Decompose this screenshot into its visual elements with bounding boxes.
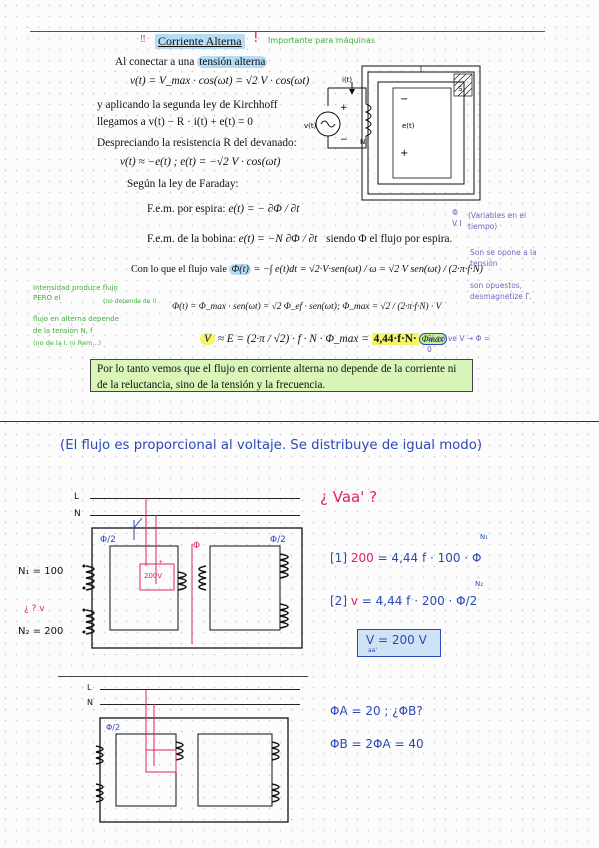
v200-label: 200V xyxy=(144,572,162,580)
circuit-label-v: v(t) xyxy=(304,122,317,130)
fem-bobina: F.e.m. de la bobina: e(t) = −N ∂Φ / ∂t s… xyxy=(147,233,452,245)
kirchhoff-line-1: y aplicando la segunda ley de Kirchhoff xyxy=(97,99,278,111)
flujo-phi: Φ(t) xyxy=(229,264,251,275)
eq2-rhs: = 4,44 f · 200 · Φ/2 xyxy=(361,594,478,608)
svg-text:−: − xyxy=(340,135,348,145)
conclusion-box: Por lo tanto vemos que el flujo en corri… xyxy=(90,359,473,392)
circuit-label-i: i(t) xyxy=(342,76,352,84)
note-right-4: Si no ve V → Φ = 0 xyxy=(427,334,491,354)
fem-bobina-label: F.e.m. de la bobina: xyxy=(147,233,236,245)
line-label-N: N xyxy=(74,509,81,519)
three-leg-core-diagram-1: + Φ 200V Φ/2 Φ/2 xyxy=(82,498,303,649)
q-v-label: ¿ ? v xyxy=(24,604,45,614)
svg-text:+: + xyxy=(158,558,163,566)
eq2-lhs: v xyxy=(350,594,358,608)
line-label-N-2: N xyxy=(87,698,93,707)
phi-half-right: Φ/2 xyxy=(270,535,286,545)
phi-b-eq: ΦB = 2ΦA = 40 xyxy=(330,737,424,751)
middle-rule xyxy=(0,421,599,422)
eq1-rhs: = 4,44 f · 100 · Φ xyxy=(377,551,482,565)
eq2-n: N₂ xyxy=(475,580,484,588)
flujo-line: Con lo que el flujo vale Φ(t) = −∫ e(t)d… xyxy=(131,264,483,275)
note-left-4: de la tensión N, f xyxy=(33,327,93,335)
second-top-rule xyxy=(58,676,308,677)
note-left-1: Intensidad produce flujo PERO el xyxy=(33,284,118,302)
fem-espira: F.e.m. por espira: e(t) = − ∂Φ / ∂t xyxy=(147,203,299,215)
circuit-label-l: l xyxy=(420,66,422,74)
v-eq-phimax: Φmax xyxy=(418,333,447,345)
svg-text:−: − xyxy=(400,94,408,105)
phi-a-eq: ΦA = 20 ; ¿ΦB? xyxy=(330,704,423,718)
line-N xyxy=(90,515,300,516)
phi-center: Φ xyxy=(193,541,200,551)
top-rule xyxy=(30,31,545,32)
eq1-lhs: 200 xyxy=(350,551,374,565)
circuit-label-e: e(t) xyxy=(402,122,415,130)
eq1: [1] 200 = 4,44 f · 100 · Φ xyxy=(330,551,481,565)
phi-eq: Φ(t) = Φ_max · sen(ωt) = √2 Φ_ef · sen(ω… xyxy=(172,302,442,312)
eq1-n: N₁ xyxy=(480,533,489,541)
circuit-label-n: N xyxy=(360,138,365,146)
v-eq-line: V ≈ E = (2·π / √2) · f · N · Φ_max = 4,4… xyxy=(200,333,447,345)
note-left-2: (no depende de I) xyxy=(103,298,157,305)
eq1-tag: [1] xyxy=(330,551,347,565)
note-right-letters: Φ V I xyxy=(452,208,462,228)
fem-espira-label: F.e.m. por espira: xyxy=(147,203,226,215)
line-label-L-2: L xyxy=(87,683,92,692)
flujo-eq: = −∫ e(t)dt = √2·V·sen(ωt) / ω = √2 V se… xyxy=(253,264,483,275)
v-eq-result: 4,44·f·N· xyxy=(371,333,419,345)
note-left-3: flujo en alterna depende xyxy=(33,315,119,323)
title-exclaim-icon: ! xyxy=(253,30,259,46)
title-marker: ‼ xyxy=(140,34,146,45)
bottom-heading: (El flujo es proporcional al voltaje. Se… xyxy=(60,438,483,453)
result-value: V = 200 V xyxy=(366,633,427,647)
fem-bobina-eq: e(t) = −N ∂Φ / ∂t xyxy=(238,233,318,245)
line-N-2 xyxy=(100,704,300,705)
svg-text:+: + xyxy=(340,103,348,113)
eq-v: v(t) = V_max · cos(ωt) = √2 V · cos(ωt) xyxy=(130,75,310,87)
intro-line: Al conectar a una tensión alterna xyxy=(115,56,268,68)
line-label-L: L xyxy=(74,492,80,502)
faraday-line: Según la ley de Faraday: xyxy=(127,178,239,190)
v-eq: ≈ E = (2·π / √2) · f · N · Φ_max = xyxy=(217,333,369,345)
result-box: V = 200 V aa' xyxy=(357,629,441,657)
result-subscript: aa' xyxy=(368,647,378,654)
line-L xyxy=(90,498,300,499)
intro-prefix: Al conectar a una xyxy=(115,56,195,68)
fem-espira-eq: e(t) = − ∂Φ / ∂t xyxy=(228,203,300,215)
three-leg-core-diagram-2: Φ/2 xyxy=(95,690,289,823)
page-title: Corriente Alterna xyxy=(155,34,245,49)
intro-highlight: tensión alterna xyxy=(197,56,268,68)
kirchhoff-line-2: llegamos a v(t) − R · i(t) + e(t) = 0 xyxy=(97,116,253,128)
phi-half-3: Φ/2 xyxy=(106,723,120,732)
desprecio-line: Despreciando la resistencia R del devana… xyxy=(97,137,297,149)
question-vaa: ¿ Vaa' ? xyxy=(320,488,378,506)
n1-label: N₁ = 100 xyxy=(18,566,64,577)
v-letter: V xyxy=(200,333,215,345)
eq-e: v(t) ≈ −e(t) ; e(t) = −√2 V · cos(ωt) xyxy=(120,156,281,168)
note-right-2: Son se opone a la tensión xyxy=(470,248,537,268)
note-left-5: (no de la I, ni Rem...) xyxy=(33,339,102,347)
svg-text:+: + xyxy=(400,148,408,159)
note-right-1: (Variables en el tiempo) xyxy=(468,211,527,231)
phi-half-left: Φ/2 xyxy=(100,535,116,545)
n2-label: N₂ = 200 xyxy=(18,626,64,637)
transformer-circuit-diagram: + − − + l S i(t) v(t) N e(t) xyxy=(304,65,481,201)
circuit-label-s: S xyxy=(458,85,463,93)
line-L-2 xyxy=(100,689,300,690)
eq2: [2] v = 4,44 f · 200 · Φ/2 xyxy=(330,594,477,608)
note-importante: Importante para máquinas xyxy=(268,36,376,45)
eq2-tag: [2] xyxy=(330,594,347,608)
fem-bobina-suffix: siendo Φ el flujo por espira. xyxy=(326,233,453,245)
note-right-3: son opuestos, desmagnetize Γ. xyxy=(470,281,532,301)
flujo-prefix: Con lo que el flujo vale xyxy=(131,264,227,275)
